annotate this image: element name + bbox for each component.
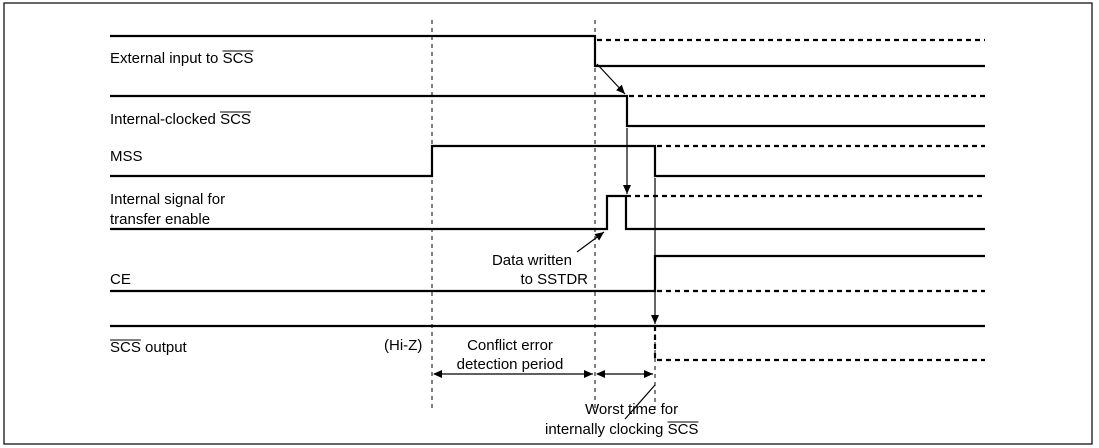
label-transfer-enable-line1: Internal signal for xyxy=(110,191,225,208)
data-written-line2: to SSTDR xyxy=(520,271,588,288)
data-written-line1: Data written xyxy=(492,252,572,269)
waveform-scs-output xyxy=(110,324,985,362)
arrow-external-to-internal xyxy=(596,63,626,95)
label-mss: MSS xyxy=(110,148,143,165)
worst-time-leader xyxy=(624,384,656,420)
worst-time-line2: internally clocking SCS xyxy=(545,421,698,438)
waveform-internal-clocked xyxy=(110,94,985,128)
label-internal-clocked: Internal-clocked SCS xyxy=(110,111,251,128)
diagram-frame xyxy=(3,2,1093,445)
waveform-external-input xyxy=(110,34,985,68)
worst-time-line1: Worst time for xyxy=(585,401,678,418)
label-external-input: External input to SCS xyxy=(110,50,253,67)
span-arrows xyxy=(433,370,656,420)
label-ce: CE xyxy=(110,271,131,288)
arrow-data-written xyxy=(576,231,605,253)
label-transfer-enable-line2: transfer enable xyxy=(110,211,210,228)
waveform-transfer-enable xyxy=(110,194,985,231)
conflict-period-line2: detection period xyxy=(457,356,564,373)
conflict-period-line1: Conflict error xyxy=(467,337,553,354)
label-scs-output: SCS output xyxy=(110,339,188,356)
causal-arrows xyxy=(576,63,659,324)
waveform-mss xyxy=(110,144,985,178)
hiz-note: (Hi-Z) xyxy=(384,337,422,354)
